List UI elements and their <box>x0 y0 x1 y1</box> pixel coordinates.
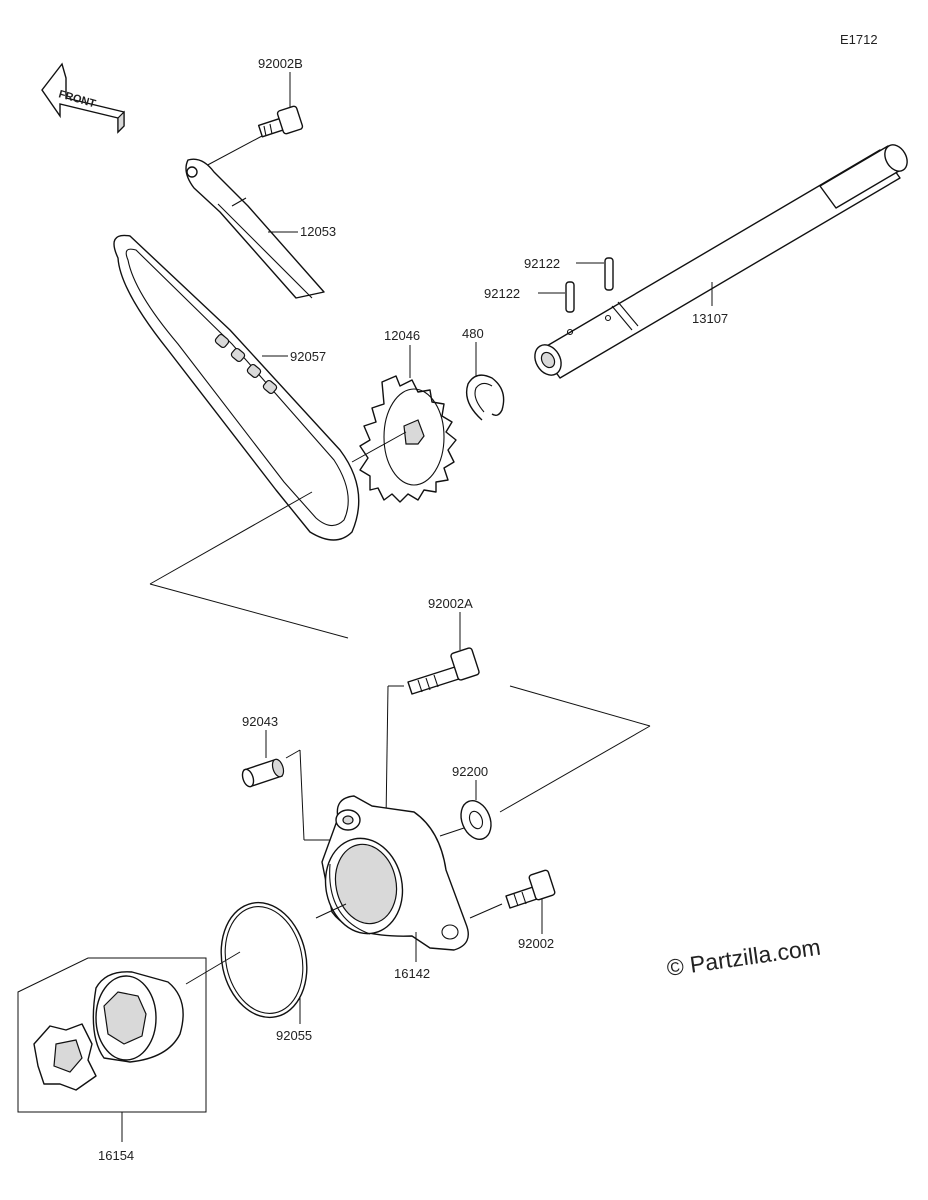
chain-guide-12053[interactable] <box>185 158 325 299</box>
diagram-code: E1712 <box>840 32 878 47</box>
part-label-12046[interactable]: 12046 <box>384 328 420 343</box>
chain-links-icon <box>214 333 278 395</box>
part-label-480[interactable]: 480 <box>462 326 484 341</box>
dowel-pin-92043[interactable] <box>240 758 285 788</box>
part-label-92002a[interactable]: 92002A <box>428 596 473 611</box>
front-arrow-icon: FRONT <box>41 62 125 134</box>
part-label-16154[interactable]: 16154 <box>98 1148 134 1163</box>
drive-chain-92057[interactable] <box>113 234 360 541</box>
pin-92122-upper[interactable] <box>604 257 614 291</box>
part-label-92122-upper[interactable]: 92122 <box>524 256 560 271</box>
bolt-92002a[interactable] <box>407 647 480 695</box>
part-label-16142[interactable]: 16142 <box>394 966 430 981</box>
part-label-92002b[interactable]: 92002B <box>258 56 303 71</box>
o-ring-92055[interactable] <box>211 895 317 1026</box>
washer-92200[interactable] <box>456 796 497 844</box>
part-label-92055[interactable]: 92055 <box>276 1028 312 1043</box>
part-label-92057[interactable]: 92057 <box>290 349 326 364</box>
pin-92122-lower[interactable] <box>565 281 575 313</box>
part-labels: 92002B 12053 92057 12046 480 92122 92122… <box>98 56 728 1163</box>
part-label-92002[interactable]: 92002 <box>518 936 554 951</box>
part-label-12053[interactable]: 12053 <box>300 224 336 239</box>
bolt-92002b[interactable] <box>257 105 304 138</box>
sprocket-12046[interactable] <box>359 375 457 503</box>
circlip-480[interactable] <box>465 374 505 421</box>
part-label-92043[interactable]: 92043 <box>242 714 278 729</box>
bolt-92002[interactable] <box>505 869 556 909</box>
partzilla-watermark: © Partzilla.com <box>665 934 822 981</box>
pump-housing-16142[interactable] <box>317 795 469 951</box>
rotor-set-16154[interactable] <box>33 971 184 1091</box>
part-label-92122-lower[interactable]: 92122 <box>484 286 520 301</box>
part-label-92200[interactable]: 92200 <box>452 764 488 779</box>
shaft-13107[interactable] <box>530 141 912 380</box>
part-label-13107[interactable]: 13107 <box>692 311 728 326</box>
